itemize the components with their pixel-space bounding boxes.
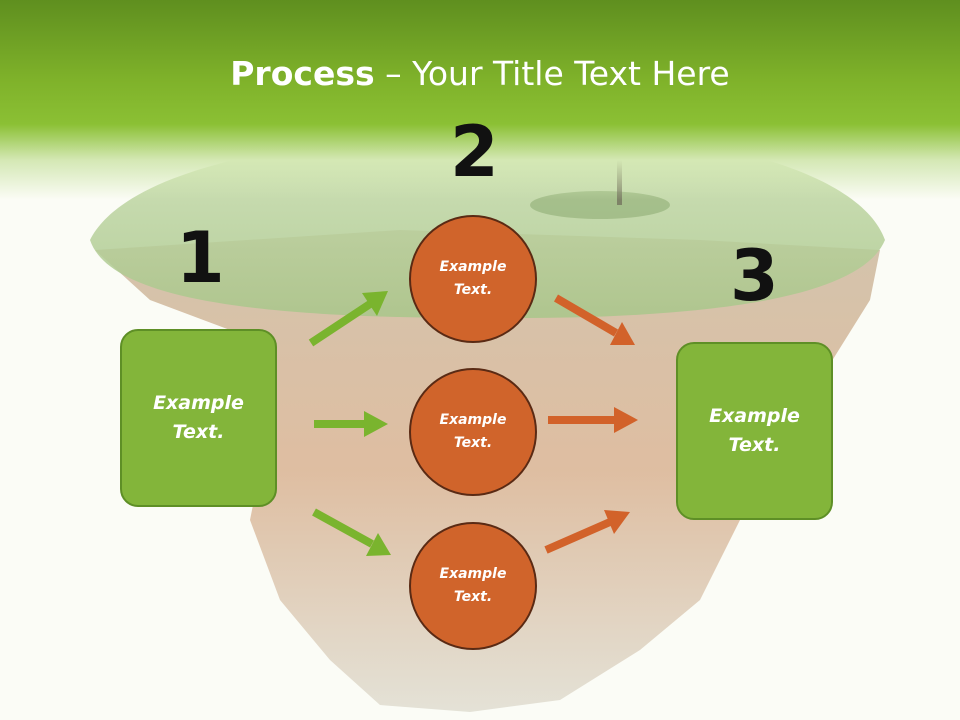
right-step-box[interactable]: Example Text. xyxy=(676,342,833,520)
green-arrow-right xyxy=(314,411,388,437)
right-step-box-text: Example Text. xyxy=(709,405,800,456)
step-number-1: 1 xyxy=(176,217,225,299)
process-circle-top[interactable]: Example Text. xyxy=(409,215,537,343)
left-step-box[interactable]: Example Text. xyxy=(120,329,277,507)
orange-arrow-up xyxy=(544,510,630,554)
process-circle-top-text: Example Text. xyxy=(439,259,507,298)
green-arrow-up xyxy=(308,291,388,347)
process-circle-bottom-text: Example Text. xyxy=(439,566,507,605)
green-arrow-down xyxy=(312,508,391,556)
slide-title: Process – Your Title Text Here xyxy=(0,52,960,96)
orange-arrow-right xyxy=(548,407,638,433)
process-circle-middle-text: Example Text. xyxy=(439,412,507,451)
left-step-box-text: Example Text. xyxy=(153,392,244,443)
process-circle-middle[interactable]: Example Text. xyxy=(409,368,537,496)
step-number-3: 3 xyxy=(730,235,779,317)
slide-title-rest: – Your Title Text Here xyxy=(374,54,730,93)
title-header-band xyxy=(0,0,960,200)
process-circle-bottom[interactable]: Example Text. xyxy=(409,522,537,650)
step-number-2: 2 xyxy=(450,111,499,193)
orange-arrow-down xyxy=(553,294,635,345)
slide-title-bold: Process xyxy=(230,54,375,93)
